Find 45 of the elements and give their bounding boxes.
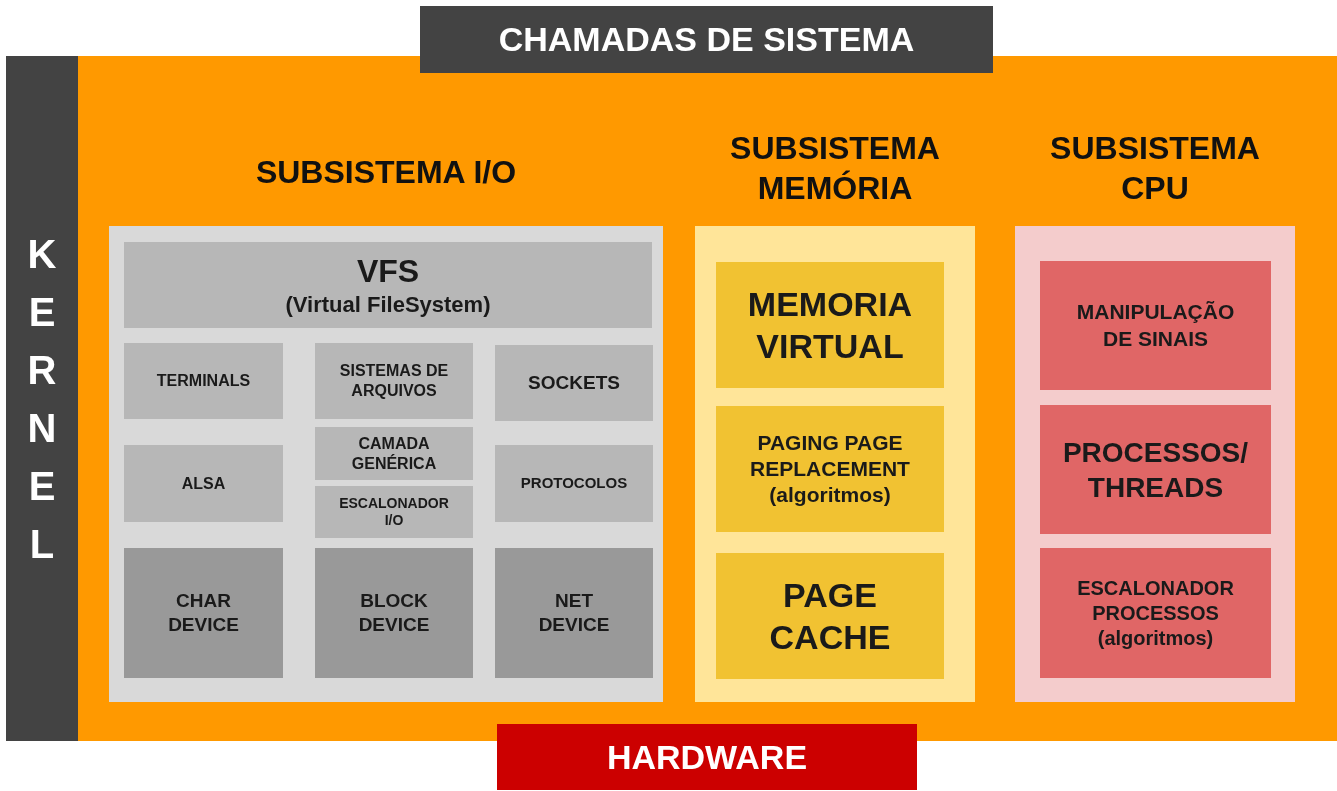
component-label: ESCALONADOR I/O [338,494,450,530]
component-label: PAGING PAGE REPLACEMENT (algoritmos) [749,429,911,509]
component-label: SISTEMAS DE ARQUIVOS [338,361,450,401]
component-box [315,427,473,480]
component-box [495,345,653,421]
component-label: (Virtual FileSystem) [285,291,491,319]
component-box [495,445,653,522]
component-label: VFS [356,252,420,292]
component-box [315,486,473,538]
component-box [716,406,944,532]
component-label: MANIPULAÇÃO DE SINAIS [1075,299,1236,352]
component-label: PAGE CACHE [768,574,892,658]
bar-label: CHAMADAS DE SISTEMA [498,19,915,61]
component-box [716,553,944,679]
component-label: ESCALONADOR PROCESSOS (algoritmos) [1076,575,1235,651]
bar-label: HARDWARE [606,736,808,778]
kernel-area [78,56,1337,741]
subsystem-heading: SUBSISTEMA CPU [1049,129,1261,208]
component-box [1040,261,1271,390]
component-label: SOCKETS [528,371,620,395]
component-box [315,548,473,678]
component-box [124,548,283,678]
component-box [315,343,473,419]
component-label: BLOCK DEVICE [357,589,431,637]
component-label: ALSA [181,473,226,494]
component-label: TERMINALS [156,371,251,391]
component-box [124,445,283,522]
component-box [1040,405,1271,534]
component-label: MEMORIA VIRTUAL [746,283,914,367]
component-box [1040,548,1271,678]
hardware-bar [497,724,917,790]
component-box [716,262,944,388]
component-box [124,242,652,328]
component-label: CHAR DEVICE [167,589,240,637]
subsystem-heading: SUBSISTEMA I/O [255,153,517,192]
component-box [495,548,653,678]
component-label: PROCESSOS/ THREADS [1061,435,1250,505]
component-label: CAMADA GENÉRICA [350,433,438,474]
component-label: PROTOCOLOS [520,474,628,493]
kernel-bar [6,56,78,741]
component-label: NET DEVICE [537,589,611,637]
component-box [124,343,283,419]
subsystem-heading: SUBSISTEMA MEMÓRIA [729,129,941,208]
kernel-label: KERNEL [26,230,58,568]
system-calls-bar [420,6,993,73]
